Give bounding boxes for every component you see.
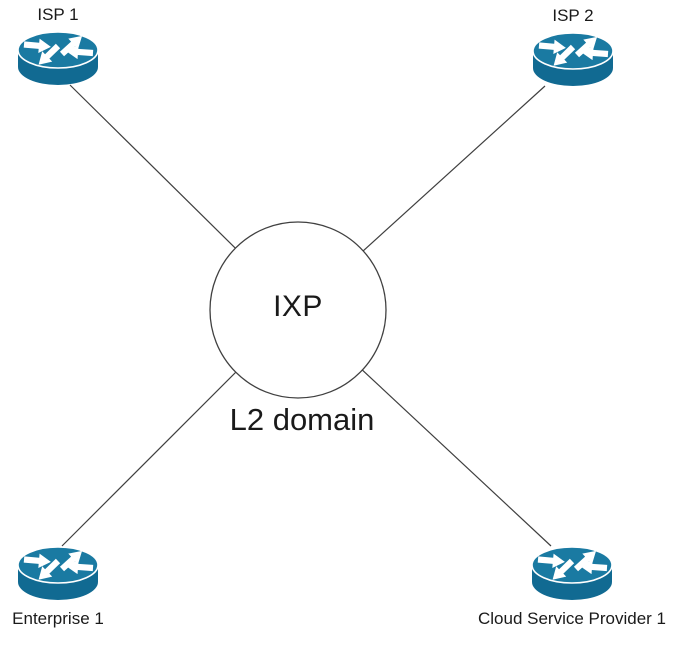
node-label-enterprise1: Enterprise 1 (12, 609, 104, 628)
ixp-label: IXP (273, 290, 323, 323)
router-icon (16, 545, 100, 603)
router-icon (16, 30, 100, 88)
router-icon (531, 31, 615, 89)
node-label-csp1: Cloud Service Provider 1 (477, 609, 667, 628)
node-csp1: Cloud Service Provider 1 (478, 545, 666, 628)
node-isp1: ISP 1 (16, 5, 100, 88)
node-label-isp2: ISP 2 (552, 6, 594, 26)
node-label-isp1: ISP 1 (37, 5, 79, 25)
l2-domain-label: L2 domain (229, 402, 375, 437)
ixp-circle (209, 221, 387, 399)
router-icon (530, 545, 614, 603)
node-enterprise1: Enterprise 1 (12, 545, 104, 628)
node-isp2: ISP 2 (531, 6, 615, 89)
